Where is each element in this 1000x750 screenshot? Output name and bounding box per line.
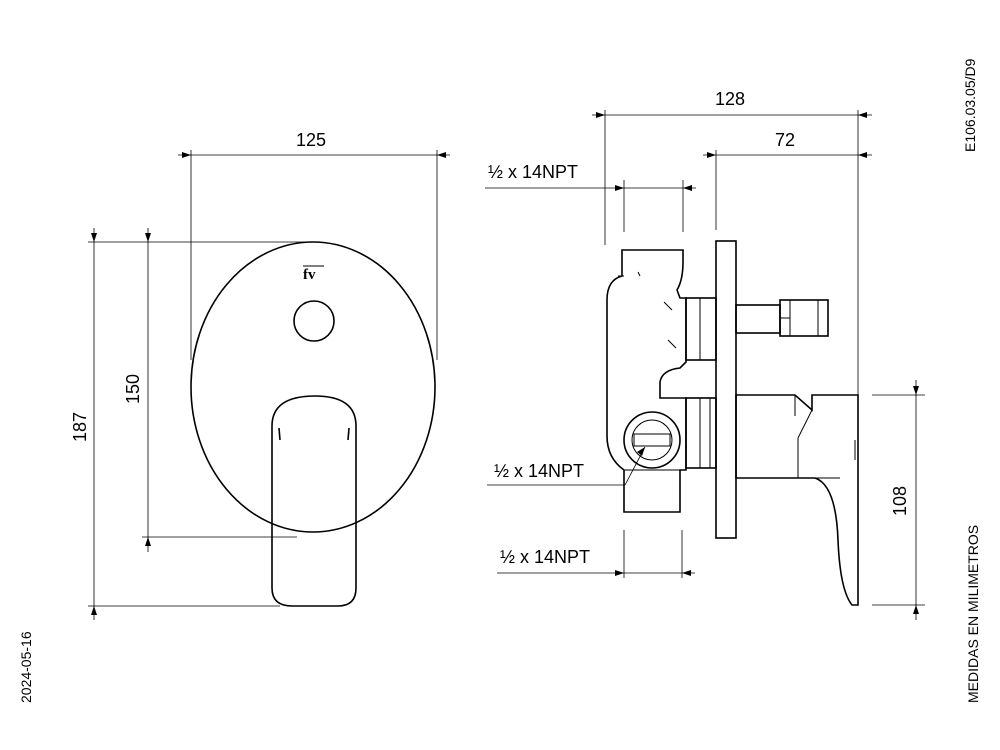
outlet-port	[623, 411, 681, 469]
front-view: fv	[190, 241, 436, 607]
units-note: MEDIDAS EN MILIMETROS	[965, 525, 981, 703]
diverter-knob	[293, 300, 335, 342]
side-dimensions: 128 72 ½ x 14NPT ½ x 14NPT ½ x 14NPT 108	[485, 89, 925, 620]
dim-front-width: 125	[296, 130, 326, 150]
thread-bottom-label: ½ x 14NPT	[500, 547, 590, 567]
dim-front-height-plate: 150	[123, 374, 143, 404]
dim-side-height-handle: 108	[890, 486, 910, 516]
dim-side-depth-front: 72	[775, 130, 795, 150]
brand-logo: fv	[303, 267, 316, 283]
dim-side-depth-total: 128	[715, 89, 745, 109]
lever-handle	[271, 395, 357, 607]
drawing-date: 2024-05-16	[18, 631, 34, 703]
mounting-flange	[715, 240, 737, 539]
cover-plate	[190, 241, 436, 533]
dim-front-height-total: 187	[70, 412, 90, 442]
side-view	[606, 240, 859, 606]
thread-middle-label: ½ x 14NPT	[494, 461, 584, 481]
handle-body	[735, 394, 859, 606]
thread-top-label: ½ x 14NPT	[488, 162, 578, 182]
valve-body	[606, 249, 687, 513]
drawing-code: E106.03.05/D9	[962, 58, 978, 152]
front-dimensions: 125 187 150	[70, 130, 450, 620]
